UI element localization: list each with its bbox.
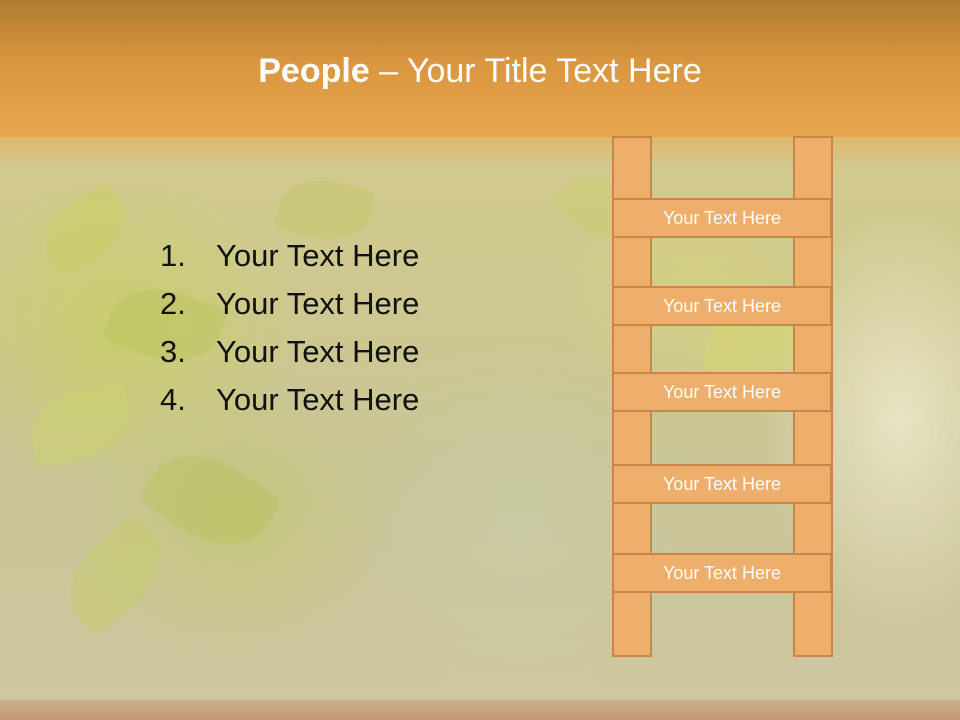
title-bar: People – Your Title Text Here bbox=[0, 0, 960, 137]
ladder-step[interactable]: Your Text Here bbox=[612, 464, 832, 504]
list-item-text: Your Text Here bbox=[216, 286, 420, 321]
list-item-number: 2. bbox=[160, 286, 186, 321]
leaf-decoration bbox=[137, 432, 283, 568]
leaf-decoration bbox=[50, 512, 180, 638]
list-item-number: 4. bbox=[160, 382, 186, 417]
leaf-decoration bbox=[24, 381, 136, 469]
list-item[interactable]: 1. Your Text Here bbox=[160, 233, 419, 281]
ladder-step[interactable]: Your Text Here bbox=[612, 553, 832, 593]
ladder-step[interactable]: Your Text Here bbox=[612, 198, 832, 238]
list-item[interactable]: 2. Your Text Here bbox=[160, 281, 419, 329]
numbered-list[interactable]: 1. Your Text Here 2. Your Text Here 3. Your… bbox=[160, 233, 419, 425]
list-item-number: 1. bbox=[160, 238, 186, 273]
list-item-text: Your Text Here bbox=[216, 334, 420, 369]
list-item-text: Your Text Here bbox=[216, 238, 420, 273]
bottom-strip bbox=[0, 700, 960, 720]
list-item[interactable]: 4. Your Text Here bbox=[160, 377, 419, 425]
list-item-text: Your Text Here bbox=[216, 382, 420, 417]
slide-title[interactable]: People – Your Title Text Here bbox=[0, 52, 960, 91]
slide-title-rest: – Your Title Text Here bbox=[369, 52, 702, 90]
leaf-decoration bbox=[31, 181, 139, 279]
list-item[interactable]: 3. Your Text Here bbox=[160, 329, 419, 377]
ladder-step[interactable]: Your Text Here bbox=[612, 372, 832, 412]
list-item-number: 3. bbox=[160, 334, 186, 369]
slide-title-bold: People bbox=[258, 52, 370, 90]
ladder-step[interactable]: Your Text Here bbox=[612, 286, 832, 326]
